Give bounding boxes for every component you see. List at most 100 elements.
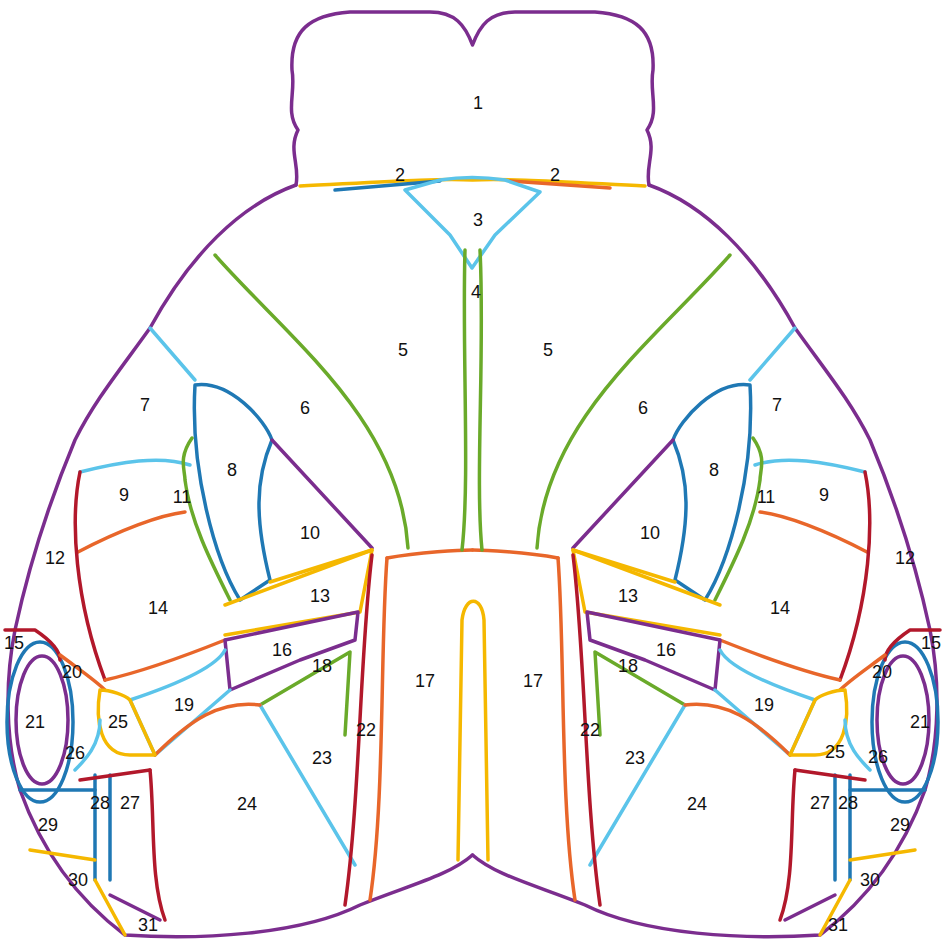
region-number-holder: 15 xyxy=(4,634,24,653)
region-number-holder: 11 xyxy=(757,488,776,507)
region-number: 12 xyxy=(45,548,65,568)
region-number-holder: 20 xyxy=(872,663,892,682)
region-number-holder: 12 xyxy=(45,549,65,568)
region-number: 12 xyxy=(895,548,915,568)
region-number-holder: 8 xyxy=(227,461,237,480)
region-number-holder: 27 xyxy=(120,794,140,813)
region-number-holder: 27 xyxy=(810,794,830,813)
region-number: 13 xyxy=(618,586,638,606)
region-number-holder: 9 xyxy=(119,486,129,505)
region-number: 24 xyxy=(237,794,257,814)
region-number: 16 xyxy=(272,640,292,660)
region-number-holder: 25 xyxy=(108,713,128,732)
region-number-holder: 30 xyxy=(860,871,880,890)
region-number: 28 xyxy=(838,793,858,813)
region-number: 27 xyxy=(120,793,140,813)
region-number: 5 xyxy=(543,340,553,360)
region-number-holder: 22 xyxy=(580,721,600,740)
region-number: 4 xyxy=(471,282,481,302)
region-number-holder: 30 xyxy=(68,871,88,890)
region-number-holder: 19 xyxy=(754,696,774,715)
region-number: 30 xyxy=(860,870,880,890)
region-number-holder: 8 xyxy=(709,461,719,480)
region-number: 15 xyxy=(4,633,24,653)
region-number: 23 xyxy=(625,748,645,768)
region-number: 5 xyxy=(398,340,408,360)
region-number: 30 xyxy=(68,870,88,890)
region-number: 22 xyxy=(356,720,376,740)
region-number: 31 xyxy=(138,915,158,935)
region-number-holder: 13 xyxy=(618,587,638,606)
region-number-holder: 28 xyxy=(838,794,858,813)
region-number: 20 xyxy=(872,662,892,682)
region-number-holder: 6 xyxy=(300,399,310,418)
region-number-holder: 6 xyxy=(638,399,648,418)
region-number-holder: 7 xyxy=(772,396,782,415)
region-number-holder: 3 xyxy=(473,211,483,230)
region-number-holder: 5 xyxy=(543,341,553,360)
region-number: 27 xyxy=(810,793,830,813)
region-number: 25 xyxy=(108,712,128,732)
region-number: 11 xyxy=(173,487,192,507)
region-number: 10 xyxy=(640,523,660,543)
region-number: 19 xyxy=(174,695,194,715)
region-number-holder: 2 xyxy=(395,166,405,185)
region-number-holder: 29 xyxy=(38,816,58,835)
region-number: 2 xyxy=(550,165,560,185)
region-number-holder: 10 xyxy=(300,524,320,543)
region-number-holder: 19 xyxy=(174,696,194,715)
region-number: 23 xyxy=(312,748,332,768)
region-number-holder: 26 xyxy=(868,748,888,767)
region-number-holder: 20 xyxy=(62,663,82,682)
region-number-holder: 16 xyxy=(272,641,292,660)
region-number-holder: 23 xyxy=(625,749,645,768)
region-number-holder: 21 xyxy=(25,713,45,732)
region-number-holder: 21 xyxy=(910,713,930,732)
region-number: 11 xyxy=(757,487,776,507)
region-number: 17 xyxy=(523,671,543,691)
region-number-holder: 16 xyxy=(656,641,676,660)
region-number: 24 xyxy=(687,794,707,814)
region-number: 14 xyxy=(148,598,168,618)
region-number-holder: 7 xyxy=(140,396,150,415)
region-number: 10 xyxy=(300,523,320,543)
region-number: 7 xyxy=(772,395,782,415)
region-number-holder: 31 xyxy=(138,916,158,935)
region-number: 1 xyxy=(473,93,483,113)
region-number: 18 xyxy=(618,656,638,676)
region-number: 14 xyxy=(770,598,790,618)
region-number: 21 xyxy=(25,712,45,732)
region-number-holder: 22 xyxy=(356,721,376,740)
region-number-holder: 29 xyxy=(890,816,910,835)
region-number-holder: 14 xyxy=(148,599,168,618)
region-number: 2 xyxy=(395,165,405,185)
region-number-holder: 11 xyxy=(173,488,192,507)
region-number-holder: 24 xyxy=(237,795,257,814)
region-number-holder: 25 xyxy=(825,743,845,762)
region-number-holder: 18 xyxy=(618,657,638,676)
region-number-holder: 9 xyxy=(819,486,829,505)
region-number-holder: 24 xyxy=(687,795,707,814)
region-number: 29 xyxy=(38,815,58,835)
region-number: 29 xyxy=(890,815,910,835)
region-number: 9 xyxy=(819,485,829,505)
region-number-holder: 23 xyxy=(312,749,332,768)
region-number: 31 xyxy=(828,915,848,935)
region-number: 20 xyxy=(62,662,82,682)
region-number-holder: 10 xyxy=(640,524,660,543)
region-number-holder: 26 xyxy=(65,744,85,763)
region-number-holder: 5 xyxy=(398,341,408,360)
region-number: 13 xyxy=(310,586,330,606)
region-number-holder: 2 xyxy=(550,166,560,185)
region-number-holder: 17 xyxy=(523,672,543,691)
region-number-holder: 14 xyxy=(770,599,790,618)
region-number: 28 xyxy=(90,793,110,813)
region-number: 8 xyxy=(227,460,237,480)
region-number-holder: 1 xyxy=(473,94,483,113)
region-number: 25 xyxy=(825,742,845,762)
region-number: 6 xyxy=(638,398,648,418)
region-number: 8 xyxy=(709,460,719,480)
region-number-holder: 18 xyxy=(312,657,332,676)
